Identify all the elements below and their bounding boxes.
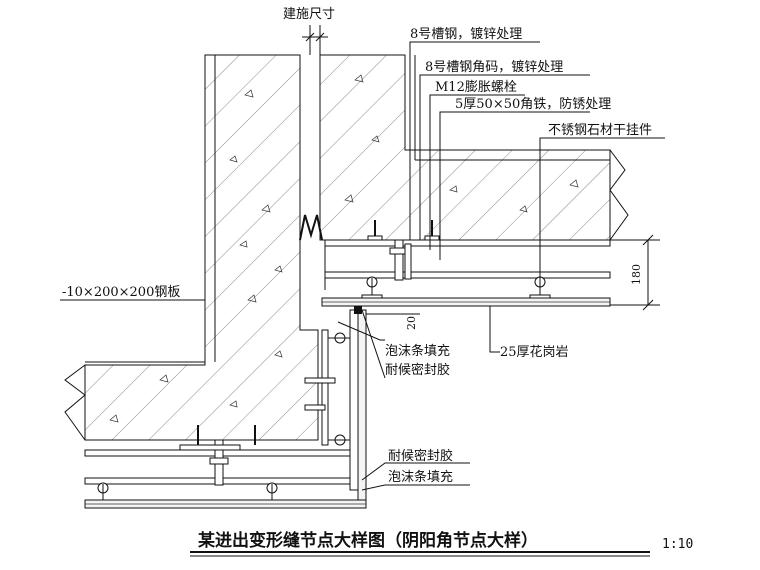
dim-180-label: 180: [630, 264, 643, 285]
channel-steel-vertical: [321, 329, 329, 446]
expansion-bolts-bottom: [197, 425, 256, 445]
leader-lines: [60, 41, 665, 491]
stone-hangers-bottom: [97, 482, 278, 500]
label-stainless-hanger: 不锈钢石材干挂件: [548, 123, 652, 138]
stone-hangers-top: [361, 276, 551, 301]
left-concrete-mass: [64, 54, 319, 441]
title-text: 某进出变形缝节点大样图（阴阳角节点大样）: [198, 530, 538, 551]
channel-steel-bottom: [324, 271, 611, 279]
channel-steel-top: [324, 239, 611, 247]
label-angle-iron: 5厚50×50角铁，防锈处理: [455, 96, 611, 112]
right-concrete-mass: [319, 54, 629, 241]
aggregate-marks: [109, 89, 283, 423]
scale-text: 1:10: [662, 537, 693, 552]
expansion-bolts-top: [367, 220, 440, 241]
bottom-steel-frame: [84, 425, 351, 500]
label-foam-fill-1: 泡沫条填充: [385, 343, 450, 359]
expansion-joint: 建施尺寸: [283, 7, 335, 241]
annotation-labels: 8号槽钢，镀锌处理 8号槽钢角码，镀锌处理 M12膨胀螺栓 5厚50×50角铁，…: [62, 26, 652, 485]
label-foam-fill-2: 泡沫条填充: [388, 469, 453, 485]
construction-size-label: 建施尺寸: [283, 7, 335, 22]
joint-cover-profile: [299, 214, 323, 241]
aggregate-marks-right: [344, 74, 579, 213]
label-sealant-2: 耐候密封胶: [388, 448, 453, 464]
label-granite: 25厚花岗岩: [500, 344, 569, 360]
label-steel-plate: -10×200×200钢板: [62, 285, 180, 300]
label-channel-steel: 8号槽钢，镀锌处理: [410, 26, 522, 42]
label-channel-corner: 8号槽钢角码，镀锌处理: [425, 59, 563, 75]
drawing-title: 某进出变形缝节点大样图（阴阳角节点大样） 1:10: [190, 530, 693, 557]
sealant-joint: [354, 306, 362, 314]
dimensions: 180 20: [366, 234, 660, 330]
dim-20-label: 20: [405, 316, 418, 330]
channel-corner: [394, 239, 404, 281]
label-expansion-bolt: M12膨胀螺栓: [435, 80, 517, 95]
label-sealant-1: 耐候密封胶: [385, 362, 450, 378]
granite-panel-vertical: [349, 309, 359, 491]
steel-plate-bottom: [179, 444, 241, 451]
